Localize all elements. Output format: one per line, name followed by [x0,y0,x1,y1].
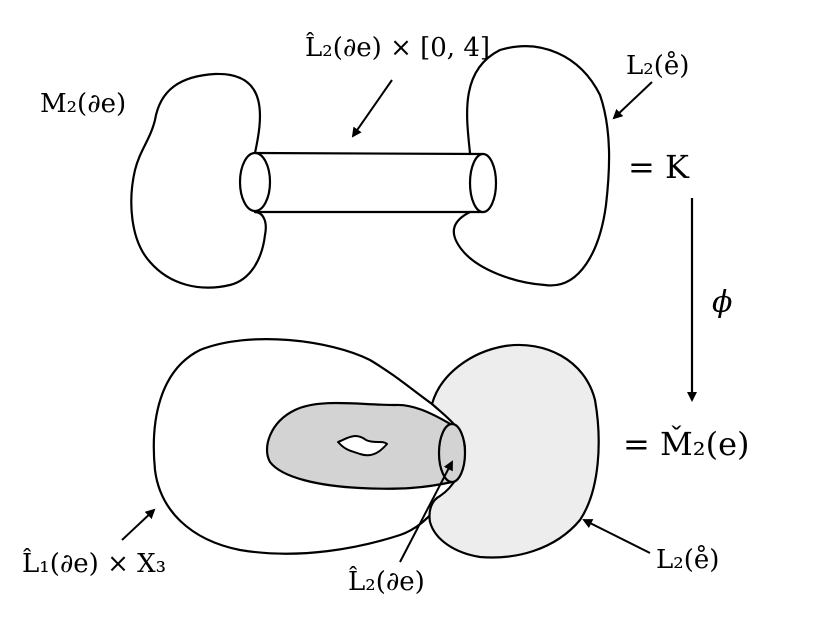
arrow-top-right [612,81,653,120]
tube [238,151,498,214]
label-equals-k: = K [628,148,690,186]
top-left-blob [130,72,267,289]
tube-left-end [238,151,272,213]
label-equals-m: = M̌₂(e) [623,425,749,463]
label-top-right: L₂(e̊) [626,51,689,81]
label-bottom-right: L₂(e̊) [656,545,719,575]
inner-tube-end [437,422,467,484]
top-right-blob [452,45,611,287]
inner-hole [337,435,388,457]
arrow-bottom-center [399,460,453,563]
label-bottom-left: L̂₁(∂e) × X₃ [22,548,166,579]
tube-body [253,151,485,214]
bottom-left-blob [152,338,442,555]
label-phi: ϕ [712,285,732,320]
tube-right-end [468,152,498,214]
label-top-left: M₂(∂e) [40,89,126,119]
arrow-bottom-left [121,508,156,541]
arrow-top-tube [351,79,393,138]
label-bottom-center: L̂₂(∂e) [348,566,425,597]
arrow-bottom-right [582,519,651,554]
label-top-tube: L̂₂(∂e) × [0, 4] [305,32,490,63]
